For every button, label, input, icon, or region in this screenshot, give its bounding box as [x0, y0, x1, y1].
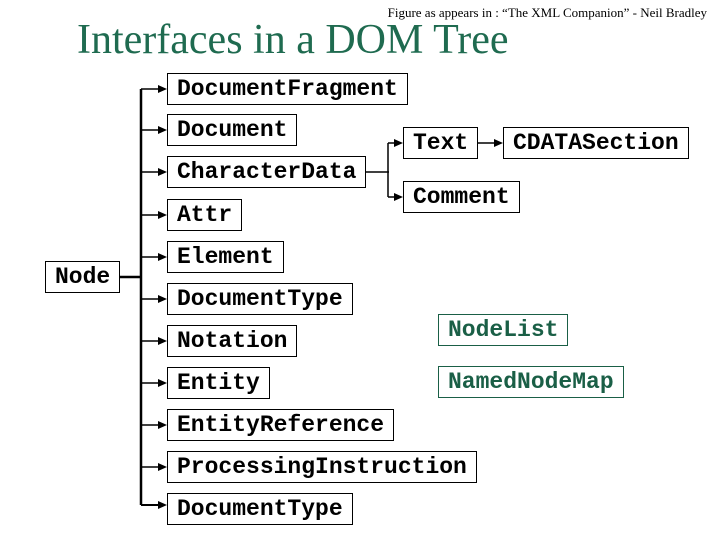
box-attr: Attr	[167, 199, 243, 231]
box-document-fragment: DocumentFragment	[167, 73, 408, 105]
slide-title: Interfaces in a DOM Tree	[77, 17, 509, 63]
box-document: Document	[167, 114, 298, 146]
box-text: Text	[403, 127, 479, 159]
box-comment: Comment	[403, 181, 520, 213]
box-character-data: CharacterData	[167, 156, 367, 188]
box-node: Node	[45, 261, 121, 293]
box-element: Element	[167, 241, 284, 273]
box-notation: Notation	[167, 325, 298, 357]
box-node-list: NodeList	[438, 314, 569, 346]
box-document-type-2: DocumentType	[167, 493, 353, 525]
box-document-type-1: DocumentType	[167, 283, 353, 315]
box-processing-instruction: ProcessingInstruction	[167, 451, 477, 483]
box-entity-reference: EntityReference	[167, 409, 395, 441]
box-named-node-map: NamedNodeMap	[438, 366, 624, 398]
box-cdata-section: CDATASection	[503, 127, 689, 159]
figure-source-caption: Figure as appears in : “The XML Companio…	[387, 5, 707, 20]
box-entity: Entity	[167, 367, 270, 399]
